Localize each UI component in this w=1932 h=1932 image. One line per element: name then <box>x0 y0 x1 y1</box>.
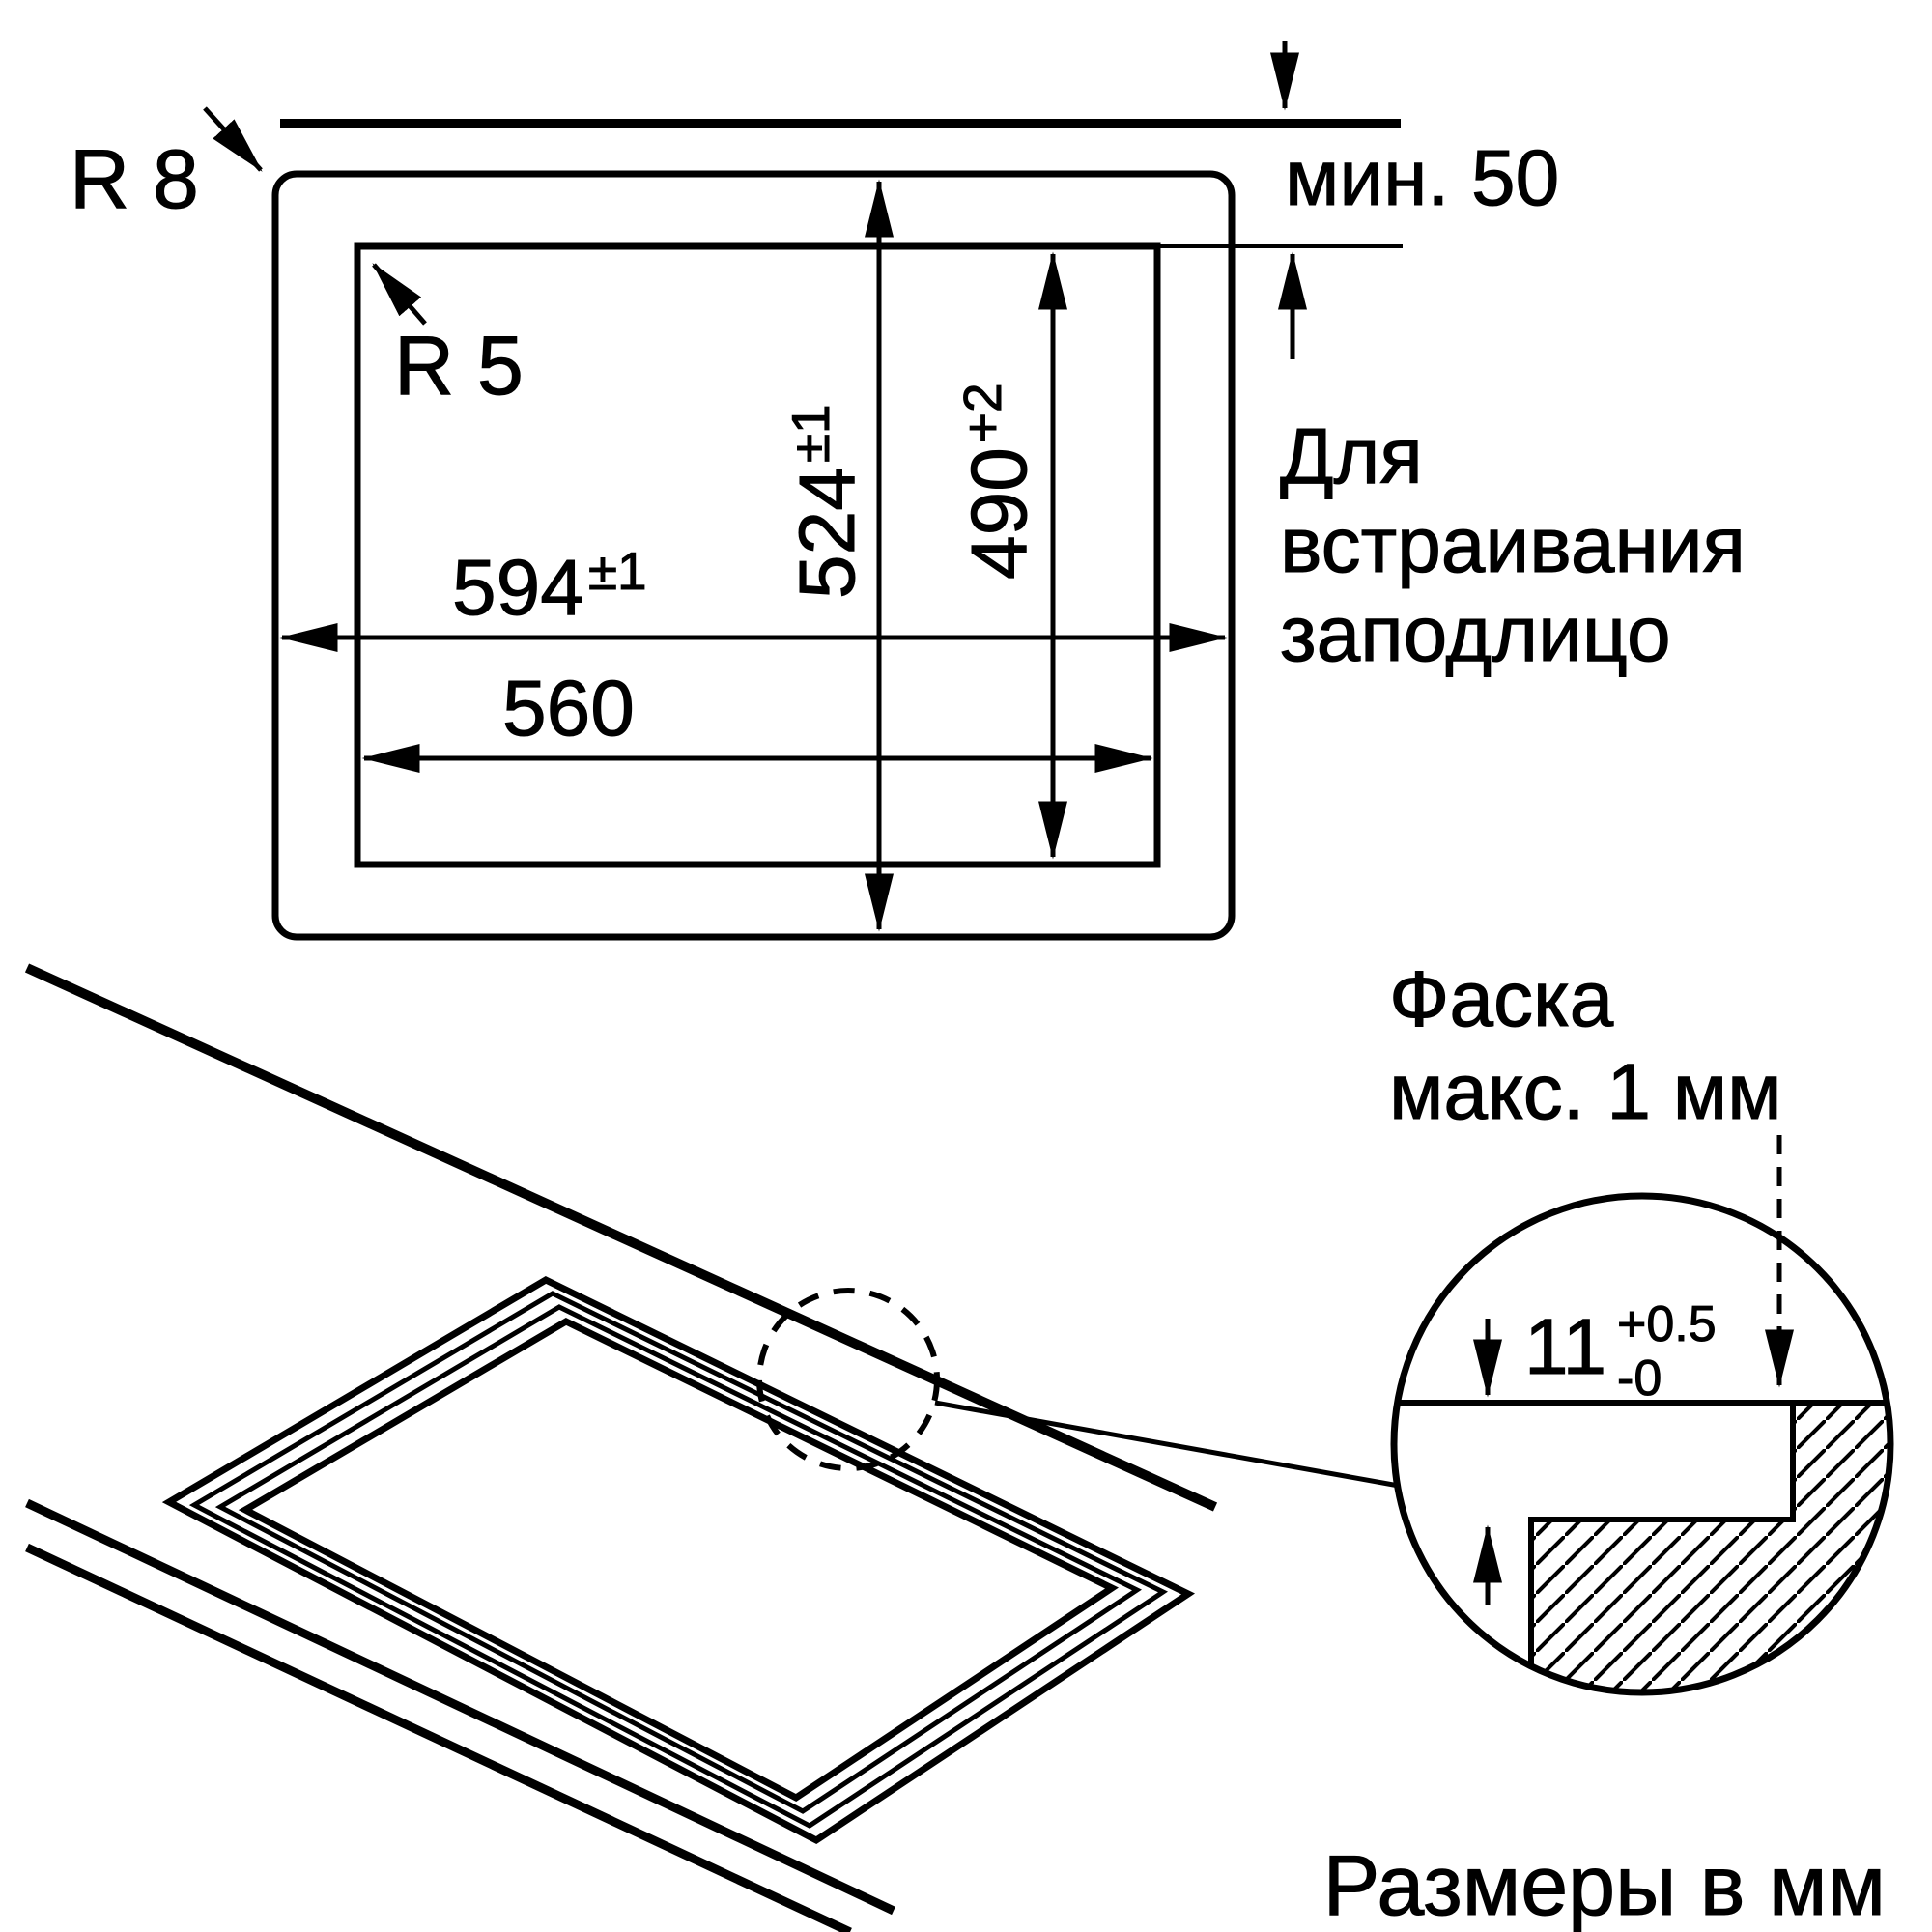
flush-note-line3: заподлицо <box>1280 590 1671 678</box>
dim-width-outer-tolerance: ±1 <box>588 541 647 601</box>
min50-label: мин. 50 <box>1285 134 1559 222</box>
flush-note-line1: Для <box>1280 412 1423 500</box>
worktop-front-edge-line-1 <box>25 1498 895 1916</box>
radius-inner-arrow <box>372 263 427 326</box>
radius-outer-label: R 8 <box>70 133 199 226</box>
cutout-outer-rect <box>271 170 1236 941</box>
dim-width-outer-label: 594±1 <box>452 541 647 632</box>
units-note-label: Размеры в мм <box>1323 1837 1886 1932</box>
dim-height-inner-value: 490 <box>955 447 1043 580</box>
flush-note-line2: встраивания <box>1280 501 1746 589</box>
hob-cutout-outline-2 <box>188 1291 1169 1829</box>
detail-source-circle <box>756 1288 940 1471</box>
depth-value-label: 11 <box>1524 1303 1606 1391</box>
worktop-back-edge-line <box>24 963 1218 1512</box>
cutout-inner-rect <box>354 242 1161 868</box>
hob-cutout-outline-4 <box>238 1318 1120 1803</box>
chamfer-label-line2: макс. 1 мм <box>1389 1048 1781 1136</box>
chamfer-detail-view: Фаска макс. 1 мм 11 +0.5 -0 <box>1389 955 1894 1696</box>
installation-3d-view <box>24 963 1400 1932</box>
dim-height-outer-tolerance: ±1 <box>781 404 840 463</box>
worktop-front-edge-line-2 <box>25 1543 852 1932</box>
radius-outer-arrow <box>203 106 263 172</box>
depth-tolerance-plus: +0.5 <box>1617 1296 1717 1352</box>
dim-width-outer-value: 594 <box>452 544 584 632</box>
hob-cutout-outline-3 <box>214 1304 1143 1814</box>
hob-cutout-outline-1 <box>161 1276 1196 1845</box>
radius-inner-label: R 5 <box>394 320 524 412</box>
depth-tolerance-minus: -0 <box>1617 1350 1662 1406</box>
detail-leader-line <box>934 1400 1400 1489</box>
dim-width-inner-label: 560 <box>502 665 635 753</box>
dim-height-outer-label: 524±1 <box>781 404 871 599</box>
chamfer-label-line1: Фаска <box>1389 955 1614 1043</box>
dim-height-outer-value: 524 <box>783 467 871 599</box>
cutout-plan-view: мин. 50 R 8 R 5 594±1 560 524±1 <box>70 41 1746 941</box>
dim-height-inner-label: 490+2 <box>952 383 1043 580</box>
dim-height-inner-tolerance: +2 <box>952 383 1012 443</box>
